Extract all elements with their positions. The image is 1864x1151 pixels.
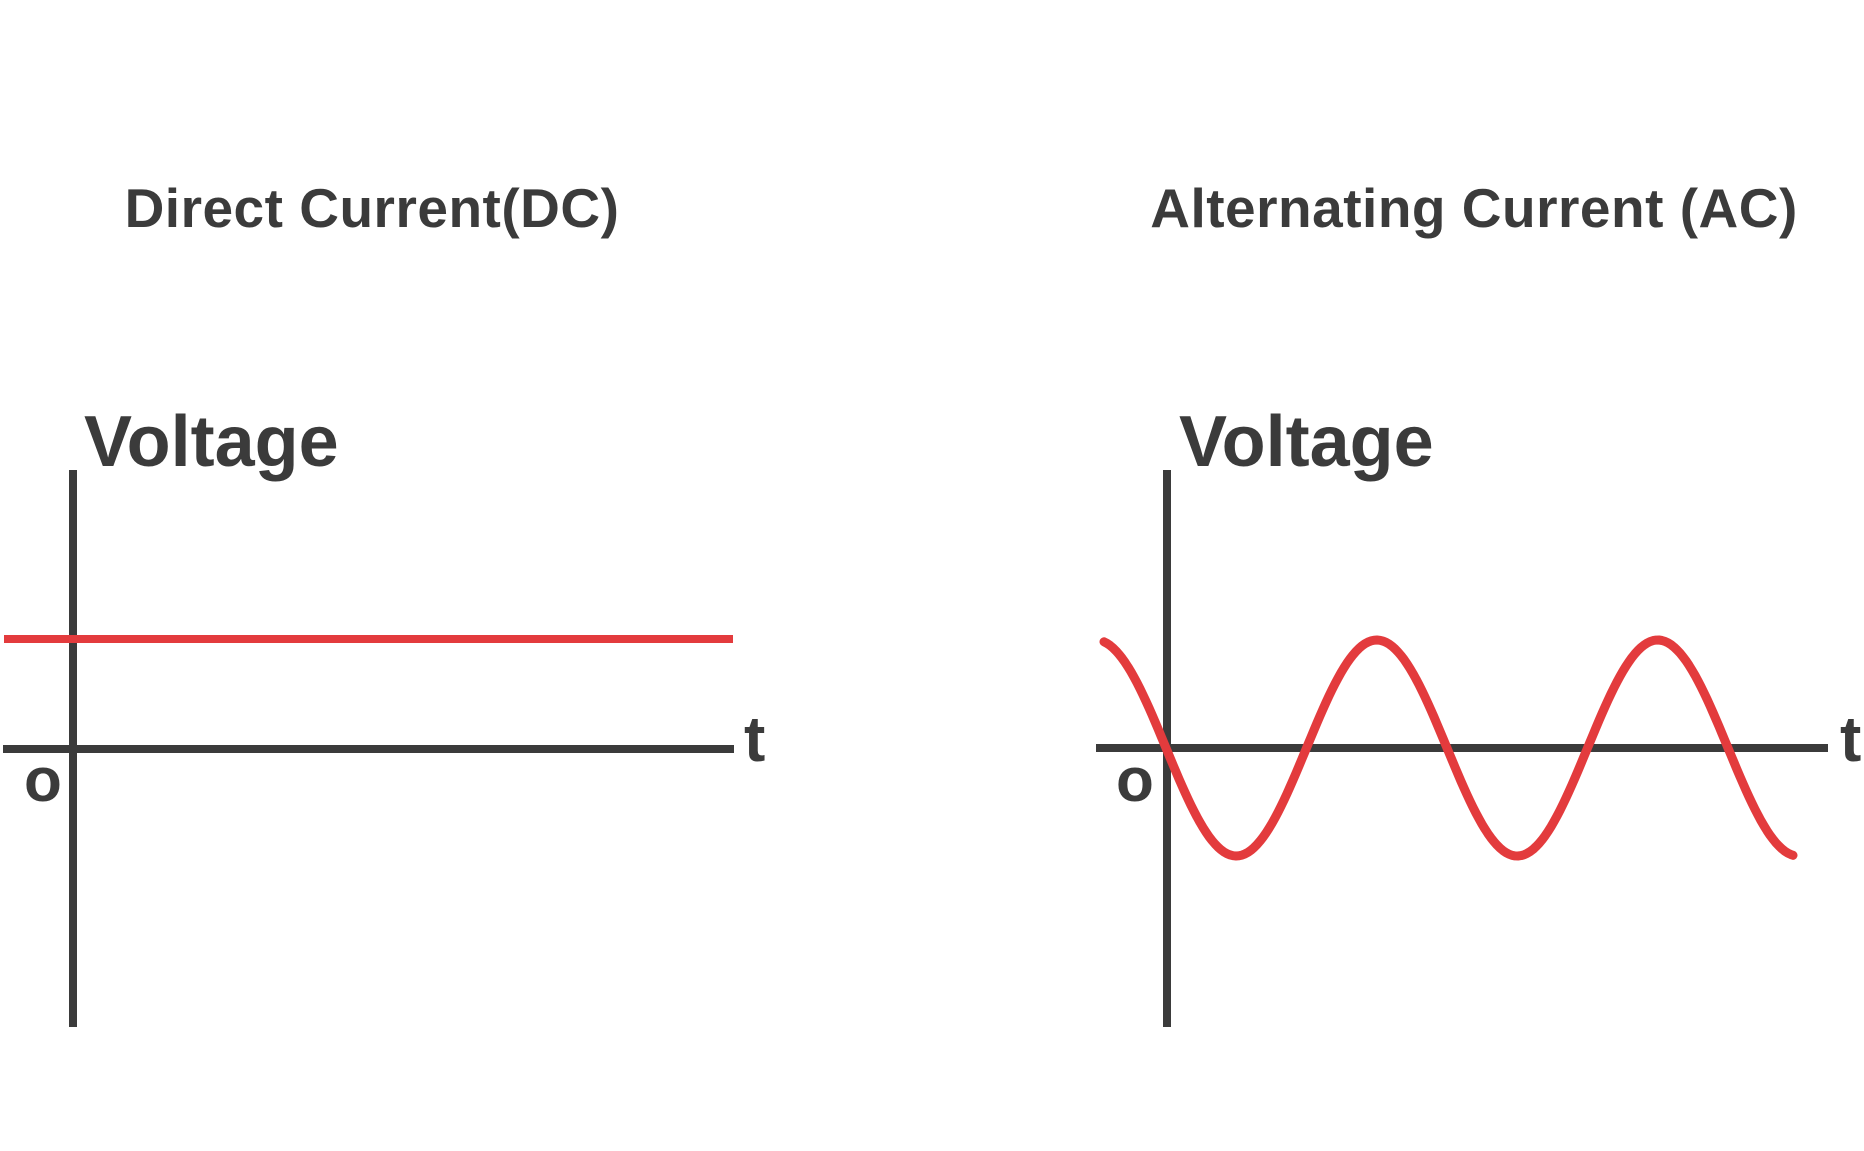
- dc-panel-lines: [3, 470, 734, 1027]
- dc-origin-label: o: [24, 746, 62, 815]
- ac-time-axis-label: t: [1840, 703, 1862, 775]
- dc-panel-title: Direct Current(DC): [124, 177, 620, 239]
- ac-voltage-axis-label: Voltage: [1179, 402, 1434, 482]
- ac-panel-title: Alternating Current (AC): [1150, 177, 1798, 239]
- dc-voltage-axis-label: Voltage: [84, 402, 339, 482]
- ac-origin-label: o: [1116, 746, 1154, 815]
- ac-sine-wave: [1099, 635, 1798, 861]
- dc-time-axis-label: t: [744, 703, 766, 775]
- ac-panel-lines: [1096, 470, 1828, 1027]
